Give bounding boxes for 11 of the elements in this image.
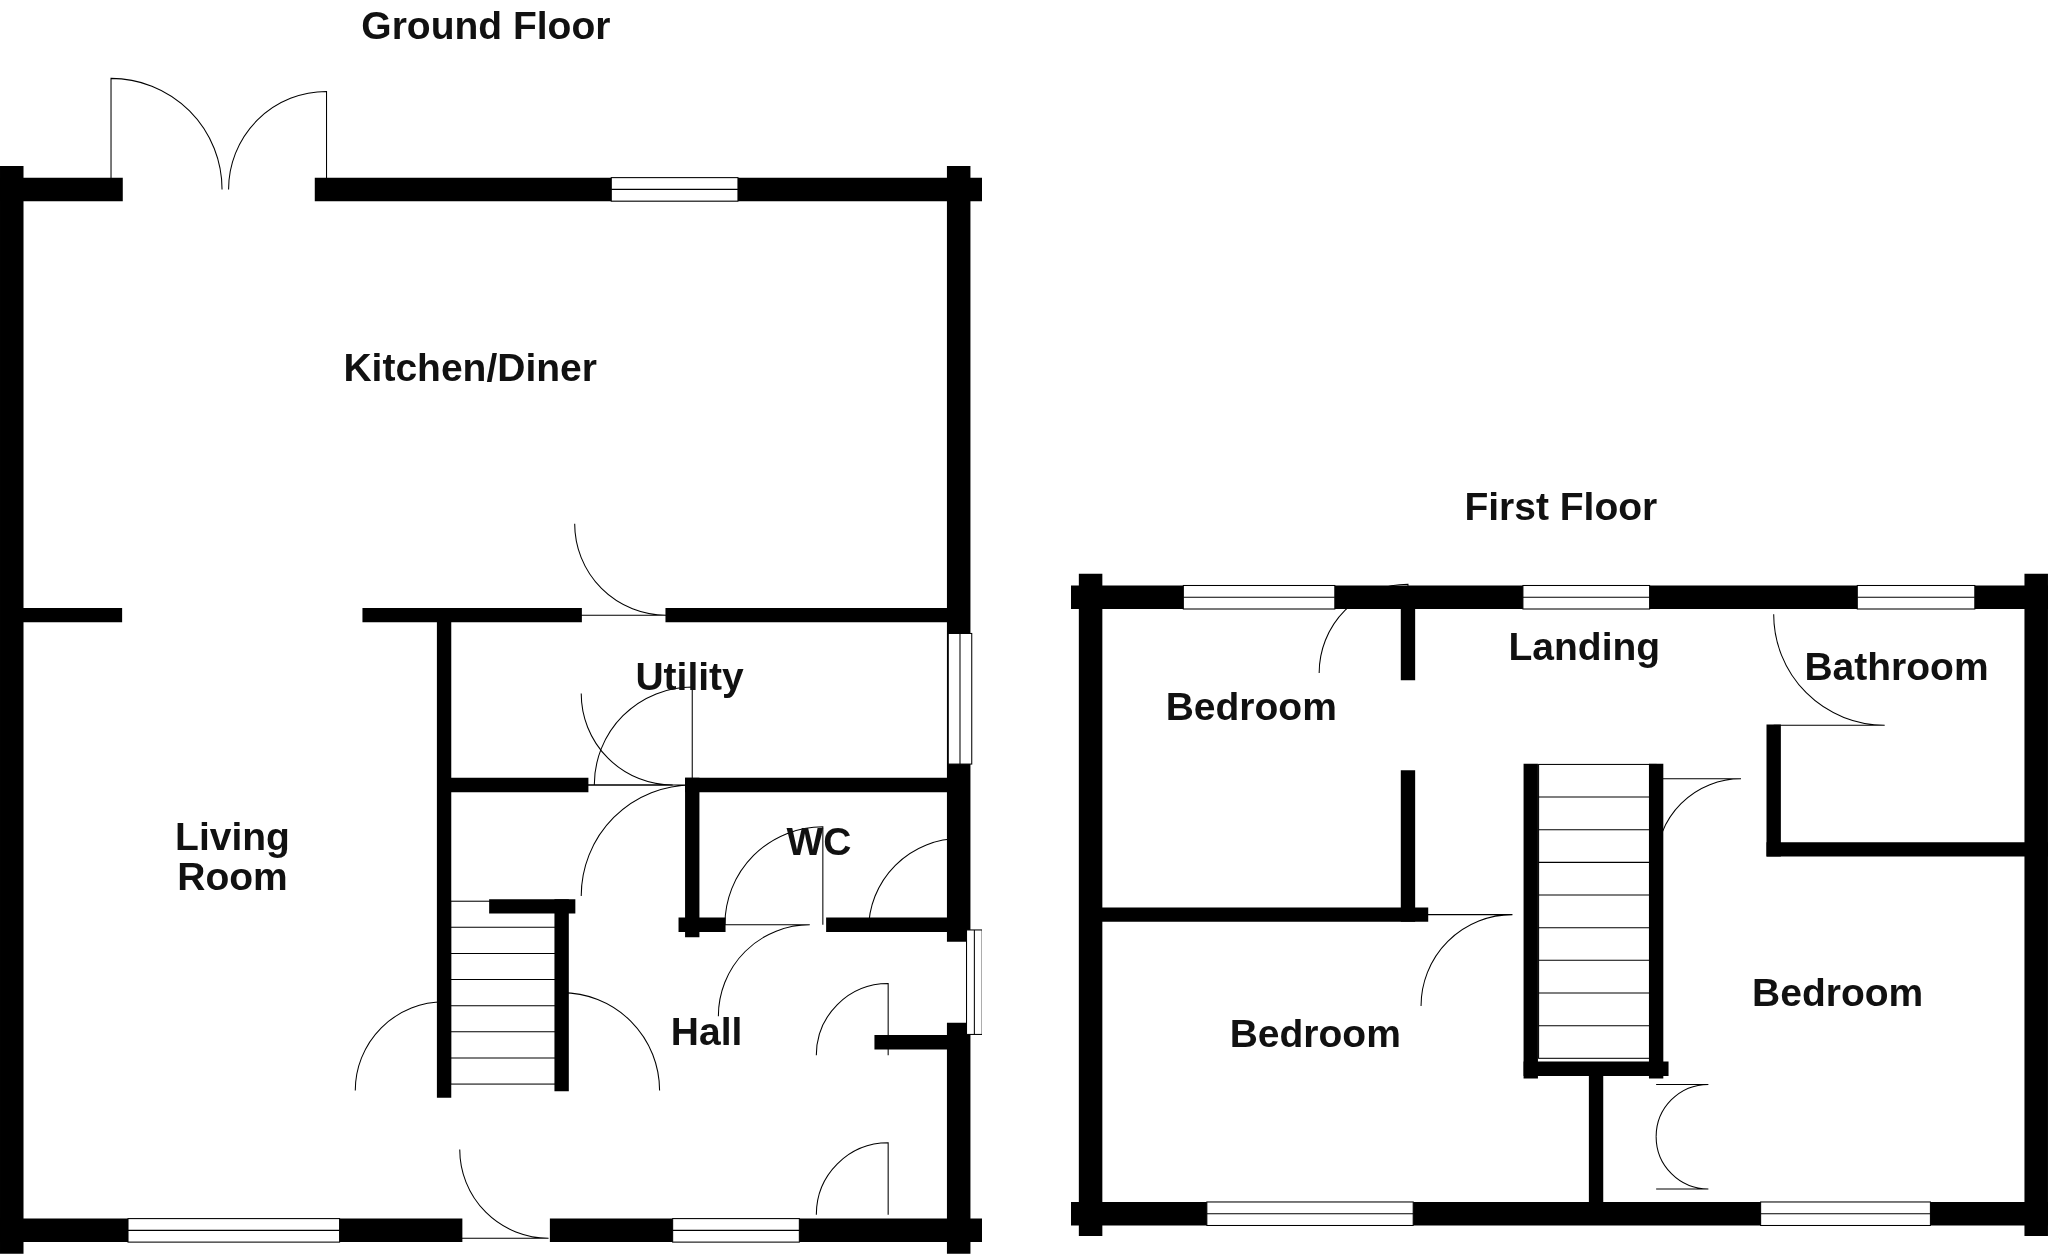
room-label: Bedroom — [1184, 1014, 1446, 1055]
room-label: Landing — [1453, 626, 1715, 667]
room-label: Living Room — [141, 816, 324, 897]
room-label: Bathroom — [1765, 647, 2028, 688]
floor-heading: Ground Floor — [361, 6, 611, 47]
room-label: Utility — [559, 656, 821, 697]
room-label: Hall — [641, 1011, 772, 1052]
room-label: Kitchen/Diner — [274, 348, 667, 389]
room-label: Bedroom — [1707, 972, 1969, 1013]
floor-heading: First Floor — [1464, 486, 1658, 527]
room-label: Bedroom — [1140, 686, 1363, 727]
